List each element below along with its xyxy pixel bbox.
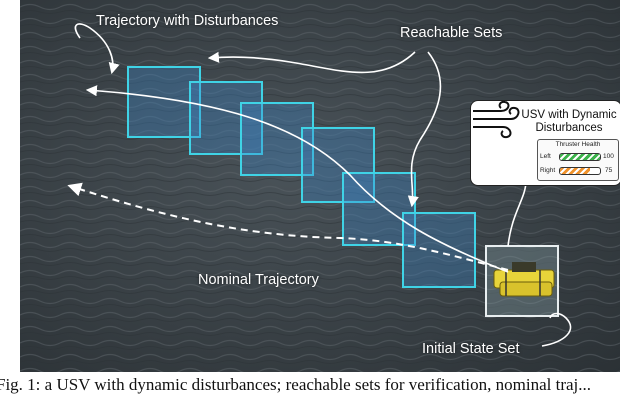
nominal-trajectory [67, 182, 509, 271]
figure-caption: Fig. 1: a USV with dynamic disturbances;… [0, 378, 592, 394]
scene-svg [20, 0, 620, 372]
left-thruster-label: Left [540, 153, 551, 160]
pointer-reachable-left [207, 51, 416, 74]
label-nominal-trajectory: Nominal Trajectory [198, 272, 319, 288]
legend-title: USV with Dynamic Disturbances [521, 109, 617, 134]
label-reachable-sets: Reachable Sets [400, 25, 503, 41]
sea-waves [20, 0, 620, 372]
wind-icon [473, 101, 520, 139]
usv-vessel [493, 262, 555, 297]
pointer-initial-set [541, 312, 572, 347]
label-initial-state-set: Initial State Set [422, 341, 520, 357]
initial-state-set [485, 245, 559, 317]
left-thruster-fill [560, 154, 600, 160]
caption-strip: Fig. 1: a USV with dynamic disturbances;… [0, 378, 640, 402]
diagram-figure: Trajectory with Disturbances Reachable S… [20, 0, 620, 372]
right-thruster-bar [559, 167, 601, 175]
pointer-trajectory-label [74, 23, 120, 75]
left-thruster-bar [559, 153, 601, 161]
thruster-health-title: Thruster Health [555, 141, 601, 148]
left-thruster-value: 100 [603, 153, 614, 160]
right-thruster-fill [560, 168, 590, 174]
usv-legend: USV with Dynamic Disturbances Thruster H… [470, 100, 620, 186]
disturbed-trajectory [85, 85, 509, 273]
label-trajectory: Trajectory with Disturbances [96, 13, 279, 29]
pointer-legend [507, 181, 527, 247]
reachable-sets [127, 66, 476, 288]
thruster-health-panel: Thruster Health Left 100 Right 75 [537, 139, 619, 181]
right-thruster-value: 75 [605, 167, 613, 174]
pointer-reachable-right [407, 51, 442, 208]
reachable-set-6 [402, 212, 476, 288]
right-thruster-label: Right [540, 167, 556, 174]
